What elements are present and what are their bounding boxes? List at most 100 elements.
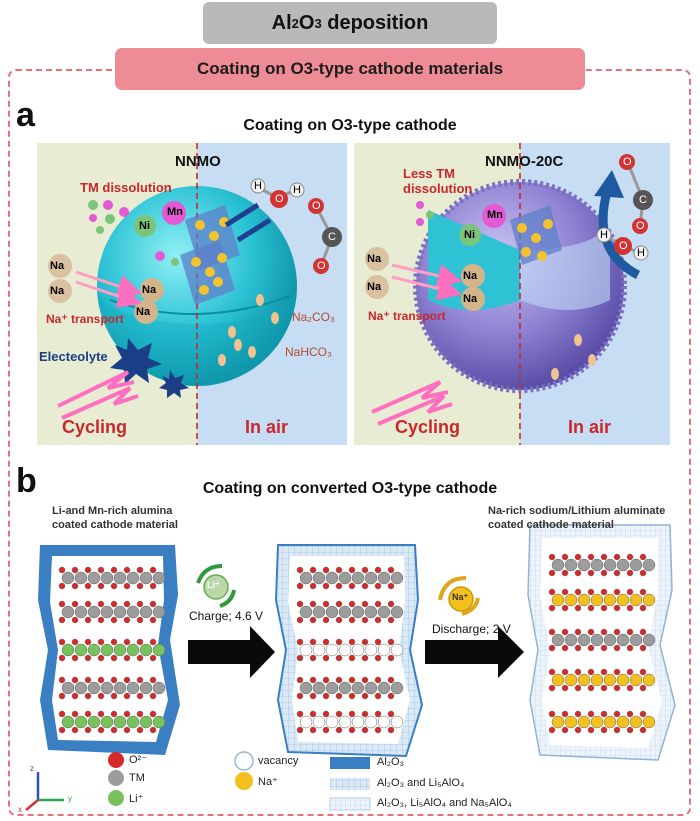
na-atom: [603, 593, 617, 607]
panel-b-letter: b: [16, 462, 37, 500]
tm-atom: [629, 633, 643, 647]
oxygen-atom: [296, 726, 304, 734]
oxygen-atom: [110, 566, 118, 574]
oxygen-atom: [387, 582, 395, 590]
oxygen-atom: [626, 569, 634, 577]
oxygen-atom: [58, 616, 66, 624]
oxygen-atom: [361, 676, 369, 684]
oxygen-atom: [387, 566, 395, 574]
oxygen-atom: [58, 692, 66, 700]
tm-atom: [377, 571, 391, 585]
mn-label: Mn: [487, 209, 503, 221]
vacancy-site: [377, 715, 391, 729]
tm-legend-label: TM: [129, 772, 145, 784]
na-atom: [590, 593, 604, 607]
oxygen-atom: [348, 726, 356, 734]
vacancy-legend-label: vacancy: [258, 755, 299, 767]
nnmo-label: NNMO: [175, 153, 221, 170]
oxygen-atom: [58, 726, 66, 734]
li-atom: [74, 643, 88, 657]
oxygen-atom: [71, 692, 79, 700]
oxygen-atom: [136, 692, 144, 700]
oxygen-atom: [296, 600, 304, 608]
vacancy-site: [338, 643, 352, 657]
tm-atom: [87, 571, 101, 585]
oxygen-atom: [71, 676, 79, 684]
oxygen-atom: [348, 582, 356, 590]
oxygen-atom: [84, 692, 92, 700]
h-label: H: [293, 184, 301, 196]
oxygen-atom: [136, 710, 144, 718]
li-atom: [61, 715, 75, 729]
na-label: Na: [367, 253, 382, 265]
oxygen-atom: [309, 726, 317, 734]
tm-atom: [74, 605, 88, 619]
oxygen-atom: [561, 684, 569, 692]
oxygen-atom: [600, 726, 608, 734]
oxygen-atom: [561, 710, 569, 718]
oxygen-atom: [84, 654, 92, 662]
oxygen-atom: [387, 692, 395, 700]
oxygen-atom: [587, 684, 595, 692]
oxygen-atom: [123, 616, 131, 624]
oxygen-atom: [600, 569, 608, 577]
oxygen-atom: [587, 710, 595, 718]
oxygen-atom: [574, 710, 582, 718]
tm-dissolution-dots: [416, 201, 434, 226]
oxygen-atom: [123, 566, 131, 574]
ni-atom: [459, 224, 481, 246]
oxygen-atom: [149, 726, 157, 734]
oxygen-atom: [149, 616, 157, 624]
oxygen-atom: [149, 692, 157, 700]
tm-atom: [100, 681, 114, 695]
na-atom: [616, 715, 630, 729]
tm-atom: [61, 571, 75, 585]
na-atom: [48, 254, 72, 278]
na-ion-icon: [448, 586, 474, 612]
sodium-legend-label: Na⁺: [258, 776, 278, 788]
mn-atom: [482, 204, 506, 228]
oxygen-atom: [58, 710, 66, 718]
li-atom: [61, 643, 75, 657]
oxygen-atom: [613, 569, 621, 577]
oxygen-atom: [309, 616, 317, 624]
li-ion-label: Li⁺: [207, 580, 220, 590]
li-atom: [126, 715, 140, 729]
z-axis-label: z: [30, 764, 34, 773]
oxygen-atom: [84, 582, 92, 590]
tm-atom: [139, 605, 153, 619]
tm-atom: [642, 633, 656, 647]
oxygen-atom: [387, 616, 395, 624]
oxygen-atom: [71, 638, 79, 646]
vacancy-site: [299, 715, 313, 729]
oxygen-atom: [561, 644, 569, 652]
tm-atom: [74, 571, 88, 585]
na-ion-label: Na⁺: [452, 592, 469, 602]
vacancy-site: [338, 715, 352, 729]
oxygen-atom: [149, 710, 157, 718]
o-label: O: [623, 156, 632, 168]
oxygen-atom: [97, 692, 105, 700]
oxygen-atom: [71, 616, 79, 624]
less-tm-dissolution-label: Less TM dissolution: [403, 166, 472, 196]
na-atom: [629, 715, 643, 729]
oxygen-atom: [348, 638, 356, 646]
co2-molecule-icon: [308, 198, 342, 274]
nnmo-20c-panel: [354, 143, 670, 445]
oxygen-atom: [348, 710, 356, 718]
oxygen-atom: [548, 604, 556, 612]
panel-b-title: Coating on converted O3-type cathode: [202, 480, 498, 497]
oxygen-atom: [335, 692, 343, 700]
surface-species-dots: [218, 294, 279, 366]
oxygen-atom: [296, 654, 304, 662]
mn-atom: [162, 201, 186, 225]
tm-atom: [629, 558, 643, 572]
oxygen-atom: [348, 654, 356, 662]
tm-atom: [152, 681, 166, 695]
vacancy-site: [351, 643, 365, 657]
li-atom: [87, 643, 101, 657]
oxygen-atom: [322, 600, 330, 608]
tm-legend-icon: [108, 770, 124, 786]
oxygen-atom: [639, 569, 647, 577]
oxygen-atom: [322, 692, 330, 700]
